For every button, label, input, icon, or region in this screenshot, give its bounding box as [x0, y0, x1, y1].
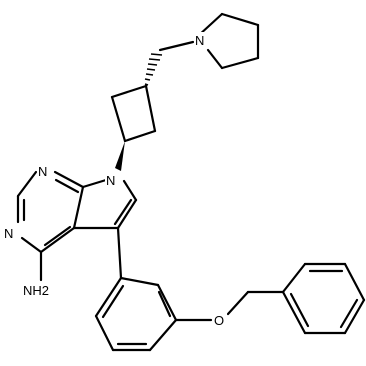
bond: [94, 314, 115, 352]
atom-label-pyrrolo-n: N: [105, 172, 119, 188]
svg-text:O: O: [214, 313, 224, 328]
svg-text:N: N: [4, 226, 13, 241]
bond: [144, 84, 157, 133]
svg-text:N: N: [38, 164, 47, 179]
bond: [53, 170, 85, 189]
pyrimidine-ring: [16, 170, 85, 254]
solid-wedge-bond: [115, 141, 125, 171]
bond: [281, 290, 307, 335]
cyclobutane-ring: [110, 84, 157, 143]
svg-text:NH2: NH2: [23, 283, 49, 298]
bond: [20, 236, 43, 254]
pyrrole-ring: [72, 178, 138, 230]
aryl-bond: [116, 226, 123, 280]
bond: [43, 225, 72, 247]
bond: [220, 12, 260, 27]
bond: [101, 284, 125, 319]
atom-label-pyrrolidine-n: N: [194, 32, 208, 48]
bond: [16, 170, 38, 198]
bond: [281, 262, 307, 294]
atom-label-ether-o: O: [213, 312, 227, 328]
bond: [113, 198, 133, 226]
bond: [72, 185, 85, 230]
bond: [343, 262, 366, 302]
bond: [110, 95, 127, 143]
bond: [81, 178, 108, 189]
atom-label-amine: NH2: [20, 282, 60, 298]
ether-bond: [226, 290, 250, 316]
bond: [148, 318, 178, 352]
phenyl-ring: [94, 276, 178, 352]
bond: [94, 276, 123, 318]
benzyl-ring: [281, 262, 366, 335]
methylene-bond: [158, 40, 195, 52]
bond: [206, 48, 224, 70]
bond: [220, 56, 260, 70]
atom-label-pyrimidine-n-top: N: [37, 163, 51, 179]
bond: [110, 84, 148, 99]
svg-text:N: N: [195, 33, 204, 48]
bond: [122, 179, 138, 202]
bond: [116, 198, 138, 230]
bond: [156, 283, 178, 322]
bond: [39, 226, 76, 254]
bond: [339, 298, 359, 329]
bond: [123, 129, 157, 143]
bond: [54, 178, 80, 194]
svg-text:N: N: [106, 173, 115, 188]
bond: [157, 290, 172, 318]
atom-label-pyrimidine-n-bottom: N: [3, 225, 17, 241]
hashed-wedge-bond: [144, 53, 163, 88]
pyrrolidine-ring: [196, 12, 260, 70]
bond: [289, 292, 310, 328]
bond: [343, 298, 366, 335]
bond: [119, 276, 160, 287]
